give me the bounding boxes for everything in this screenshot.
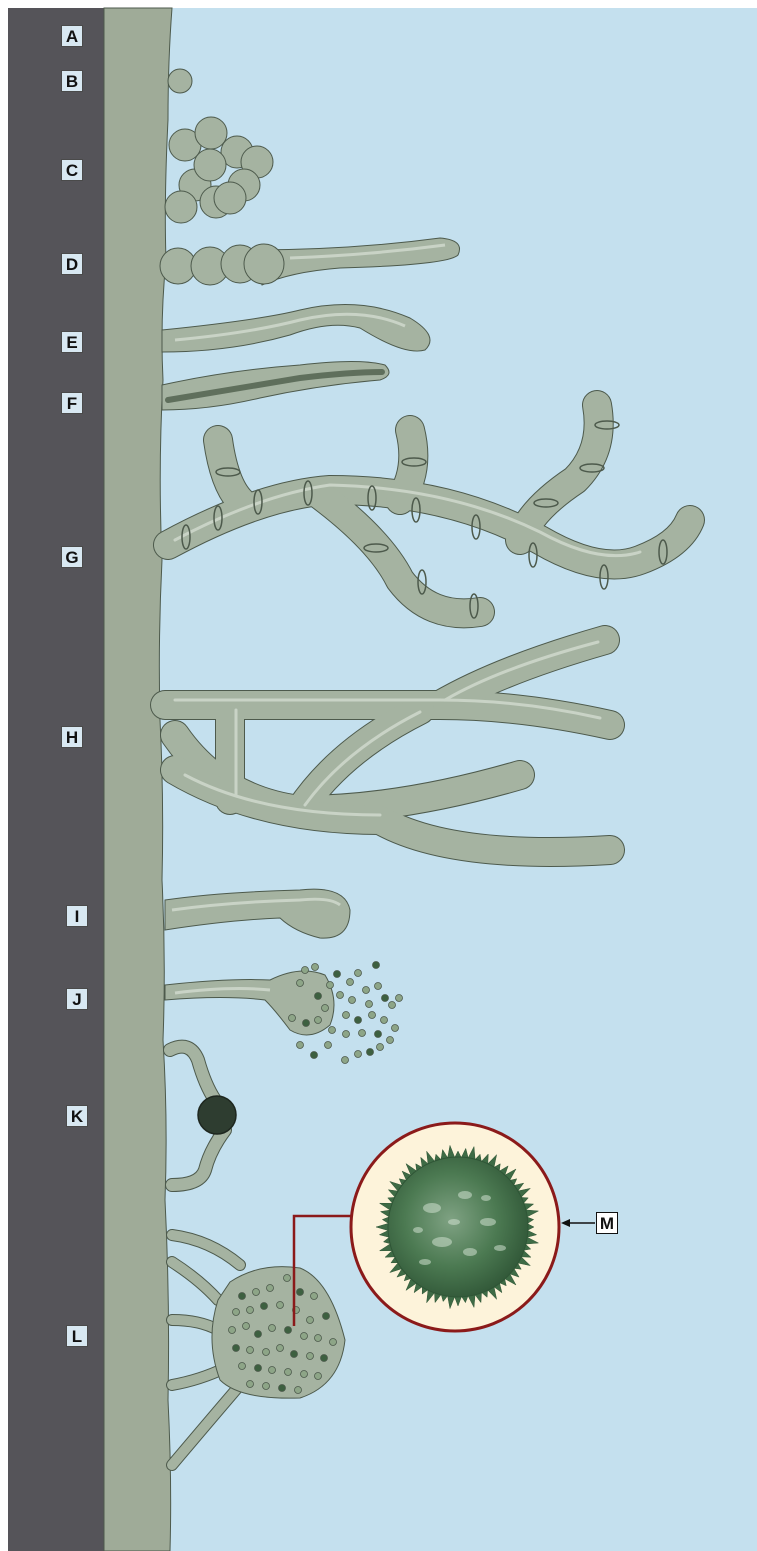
spore-body xyxy=(388,1157,528,1297)
label-f: F xyxy=(61,392,83,414)
substrate-strip xyxy=(8,8,104,1551)
label-c: C xyxy=(61,159,83,181)
label-l: L xyxy=(66,1325,88,1347)
label-g: G xyxy=(61,546,83,568)
label-m: M xyxy=(596,1212,618,1234)
label-a: A xyxy=(61,25,83,47)
label-b: B xyxy=(61,70,83,92)
structure-m-spore-inset xyxy=(351,1123,559,1331)
label-i: I xyxy=(66,905,88,927)
label-e: E xyxy=(61,331,83,353)
label-d: D xyxy=(61,253,83,275)
label-k: K xyxy=(66,1105,88,1127)
host-tissue xyxy=(104,8,172,1551)
label-h: H xyxy=(61,726,83,748)
structure-b-bud xyxy=(168,69,192,93)
label-j: J xyxy=(66,988,88,1010)
